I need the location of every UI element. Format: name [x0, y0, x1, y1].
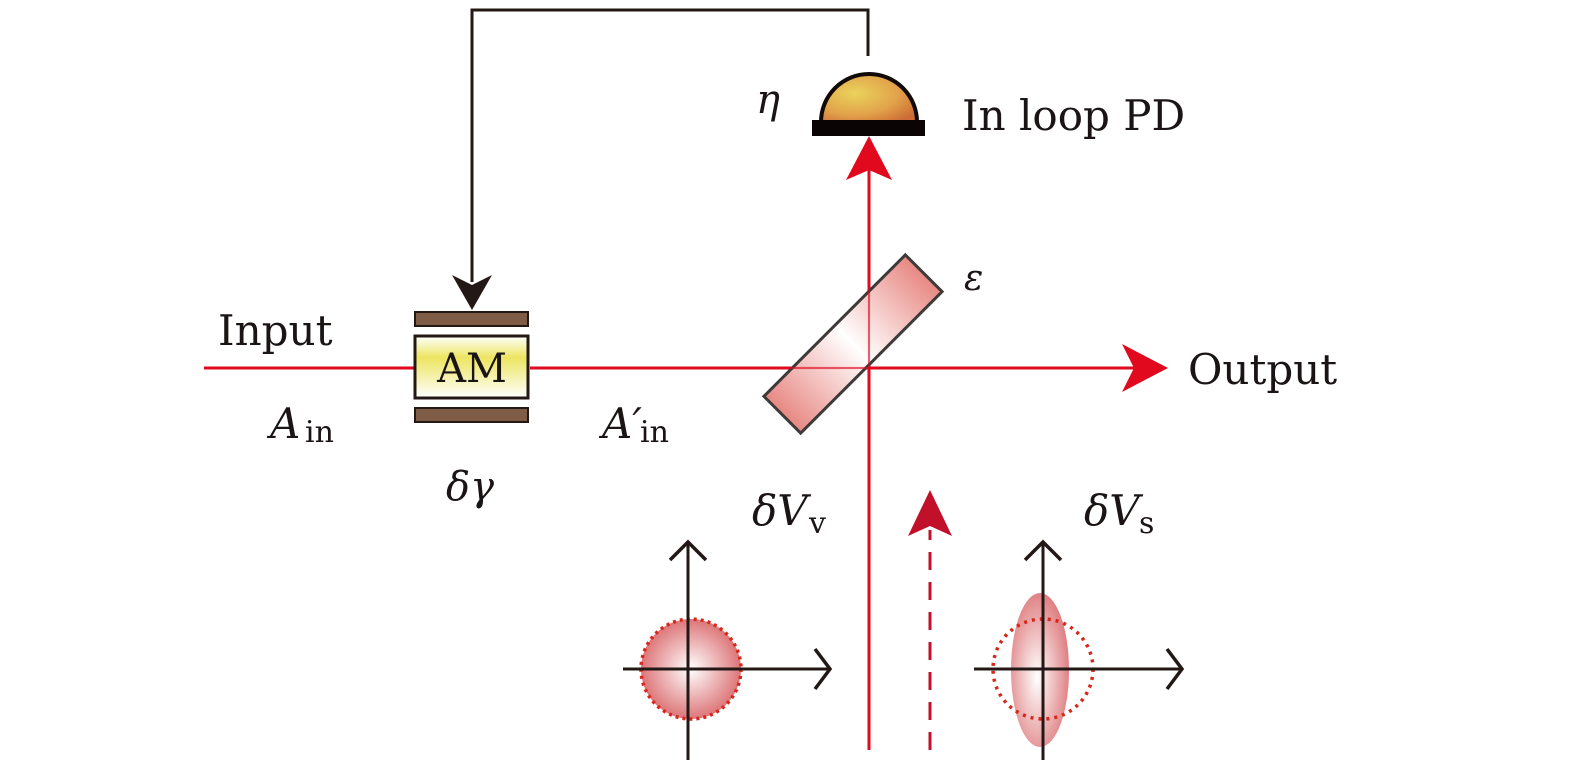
squeezed-noise-symbol: δV: [1084, 486, 1143, 535]
vacuum-noise-subscript: v: [808, 506, 826, 541]
feedback-arrowhead-icon: [452, 275, 492, 310]
vacuum-y-arrow-icon: [668, 539, 708, 562]
modulated-field-subscript: in: [640, 415, 669, 450]
modulator-label: AM: [436, 346, 507, 392]
output-label: Output: [1188, 345, 1337, 394]
squeezed-phase-space: [974, 539, 1185, 760]
modulator-bottom-plate: [414, 407, 529, 423]
amplitude-modulator: AM: [413, 311, 530, 423]
feedback-loop-wire: [452, 8, 870, 310]
squeezed-noise-subscript: s: [1139, 506, 1154, 541]
vacuum-phase-space: [623, 539, 833, 760]
photodetector-dome-icon: [818, 72, 920, 124]
feedback-noise-label: δγ: [446, 464, 494, 510]
modulator-crystal: [413, 334, 530, 400]
modulated-field-label: A′ in: [598, 399, 669, 450]
in-loop-photodetector: [812, 72, 925, 136]
squeezed-y-arrow-icon: [1023, 539, 1063, 562]
vacuum-noise-symbol: δV: [752, 486, 811, 535]
detector-arrowhead-icon: [846, 136, 892, 180]
photodetector-label: In loop PD: [962, 91, 1185, 140]
modulated-field-symbol: A′: [598, 399, 642, 448]
input-field-subscript: in: [305, 415, 334, 450]
output-arrowhead-icon: [1122, 344, 1168, 392]
efficiency-label: η: [756, 77, 780, 123]
squeezed-x-arrow-icon: [1165, 647, 1185, 691]
modulator-top-plate: [414, 311, 529, 327]
beam-splitter: [761, 252, 945, 436]
input-label: Input: [218, 306, 333, 355]
input-field-label: A in: [266, 399, 334, 450]
photodetector-base: [812, 120, 925, 136]
squeezed-arrowhead-icon: [908, 490, 952, 536]
vacuum-noise-label: δV v: [752, 486, 826, 541]
input-field-symbol: A: [266, 399, 300, 448]
splitter-ratio-label: ε: [964, 258, 983, 299]
vacuum-x-arrow-icon: [813, 647, 833, 691]
squeezed-noise-label: δV s: [1084, 486, 1154, 541]
